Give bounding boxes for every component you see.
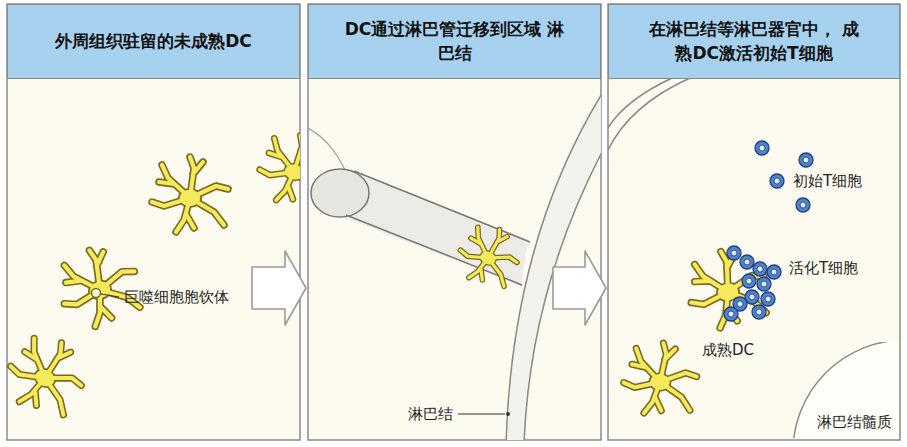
callout-label: 活化T细胞 bbox=[789, 258, 858, 278]
panel-title: 在淋巴结等淋巴器官中， 成熟DC激活初始T细胞 bbox=[643, 18, 865, 66]
callout-label: 巨噬细胞胞饮体 bbox=[124, 287, 229, 307]
block-arrow bbox=[553, 251, 606, 325]
stage-panel: 在淋巴结等淋巴器官中， 成熟DC激活初始T细胞淋巴结髓质 bbox=[608, 4, 900, 440]
panel-header: 在淋巴结等淋巴器官中， 成熟DC激活初始T细胞 bbox=[608, 4, 900, 79]
region-label: 淋巴结髓质 bbox=[817, 413, 892, 432]
panel-header: 外周组织驻留的未成熟DC bbox=[7, 4, 300, 79]
panel-title: 外周组织驻留的未成熟DC bbox=[55, 30, 252, 54]
panel-title: DC通过淋巴管迁移到区域 淋巴结 bbox=[344, 18, 566, 66]
callout-label: 初始T细胞 bbox=[793, 171, 862, 191]
block-arrow bbox=[252, 251, 306, 325]
callout-label: 成熟DC bbox=[702, 340, 754, 360]
medulla-region: 淋巴结髓质 bbox=[780, 342, 898, 438]
stage-panel: 外周组织驻留的未成熟DC bbox=[7, 4, 300, 440]
callout-label: 淋巴结 bbox=[408, 404, 453, 424]
panel-header: DC通过淋巴管迁移到区域 淋巴结 bbox=[308, 4, 601, 79]
stage-panel: DC通过淋巴管迁移到区域 淋巴结 bbox=[308, 4, 601, 440]
